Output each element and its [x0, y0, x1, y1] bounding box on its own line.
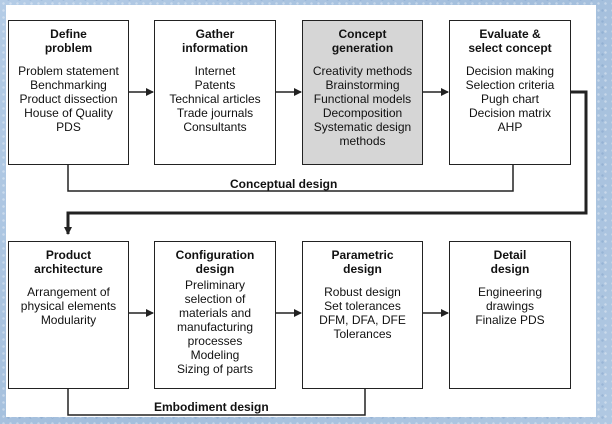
box-item: Patents	[194, 78, 236, 92]
box-item: Preliminary	[184, 278, 245, 292]
conceptual-design-label: Conceptual design	[230, 177, 338, 191]
gather-information-box: Gather information Internet Patents Tech…	[154, 20, 276, 165]
box-item: Benchmarking	[30, 78, 107, 92]
box-title: Gather information	[182, 27, 248, 55]
box-item: Modeling	[190, 348, 240, 362]
box-item: Robust design	[324, 285, 401, 299]
box-item: Consultants	[183, 120, 247, 134]
box-title: Concept generation	[331, 27, 394, 55]
box-items: Robust design Set tolerances DFM, DFA, D…	[303, 285, 422, 341]
box-item: Problem statement	[18, 64, 119, 78]
box-item: manufacturing	[176, 320, 254, 334]
box-item: Selection criteria	[465, 78, 555, 92]
box-item: Engineering	[477, 285, 543, 299]
box-items: Internet Patents Technical articles Trad…	[155, 64, 275, 134]
configuration-design-box: Configuration design Preliminary selecti…	[154, 241, 276, 389]
box-item: Decision making	[465, 64, 555, 78]
box-item: Finalize PDS	[475, 313, 545, 327]
box-item: Product dissection	[19, 92, 118, 106]
box-item: Systematic design	[313, 120, 412, 134]
box-title: Product architecture	[34, 248, 103, 276]
box-item: Functional models	[313, 92, 412, 106]
box-item: Decision matrix	[468, 106, 552, 120]
concept-generation-box: Concept generation Creativity methods Br…	[302, 20, 423, 165]
box-item: Tolerances	[333, 327, 392, 341]
box-item: PDS	[56, 120, 81, 134]
box-title: Evaluate & select concept	[468, 27, 552, 55]
box-title: Configuration design	[175, 248, 255, 276]
box-items: Decision making Selection criteria Pugh …	[450, 64, 570, 134]
box-item: physical elements	[20, 299, 117, 313]
box-item: processes	[187, 334, 243, 348]
define-problem-box: Define problem Problem statement Benchma…	[8, 20, 129, 165]
box-items: Problem statement Benchmarking Product d…	[9, 64, 128, 134]
box-item: Brainstorming	[325, 78, 400, 92]
box-item: Technical articles	[169, 92, 261, 106]
box-item: drawings	[485, 299, 535, 313]
embodiment-design-label: Embodiment design	[154, 400, 269, 414]
box-item: materials and	[178, 306, 252, 320]
box-item: Decomposition	[322, 106, 403, 120]
box-item: Internet	[194, 64, 236, 78]
box-item: Creativity methods	[312, 64, 413, 78]
box-items: Preliminary selection of materials and m…	[155, 278, 275, 376]
box-item: Set tolerances	[324, 299, 401, 313]
box-items: Arrangement of physical elements Modular…	[9, 285, 128, 327]
detail-design-box: Detail design Engineering drawings Final…	[449, 241, 571, 389]
box-item: Pugh chart	[480, 92, 540, 106]
box-item: Arrangement of	[27, 285, 110, 299]
box-title: Parametric design	[331, 248, 394, 276]
product-architecture-box: Product architecture Arrangement of phys…	[8, 241, 129, 389]
box-item: selection of	[184, 292, 246, 306]
box-item: DFM, DFA, DFE	[319, 313, 406, 327]
box-item: Modularity	[40, 313, 97, 327]
box-item: Sizing of parts	[176, 362, 254, 376]
evaluate-select-concept-box: Evaluate & select concept Decision makin…	[449, 20, 571, 165]
box-item: AHP	[497, 120, 523, 134]
box-item: Trade journals	[176, 106, 254, 120]
box-title: Detail design	[490, 248, 530, 276]
box-item: House of Quality	[24, 106, 113, 120]
parametric-design-box: Parametric design Robust design Set tole…	[302, 241, 423, 389]
box-items: Creativity methods Brainstorming Functio…	[303, 64, 422, 148]
box-items: Engineering drawings Finalize PDS	[450, 285, 570, 327]
box-item: methods	[339, 134, 386, 148]
box-title: Define problem	[44, 27, 93, 55]
